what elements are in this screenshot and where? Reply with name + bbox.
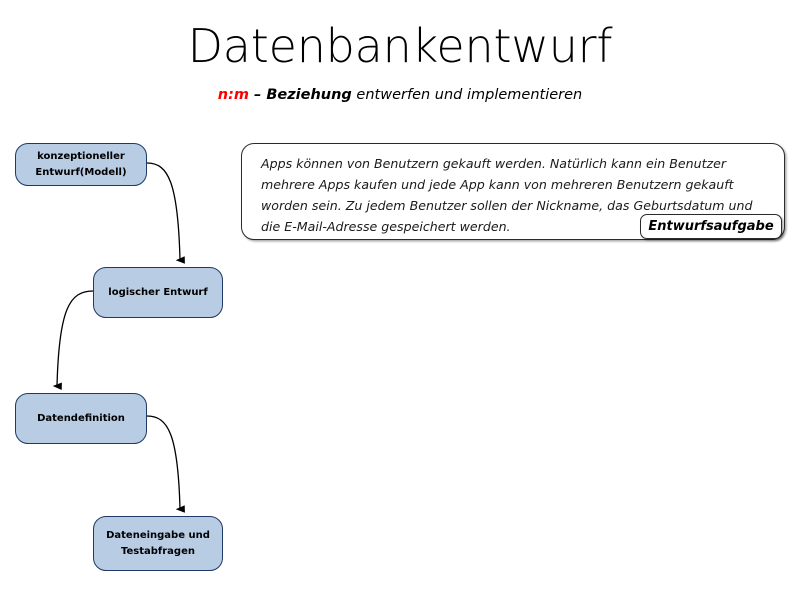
flow-step-label-line2: Entwurf(Modell) [35,166,127,178]
page-title: Datenbankentwurf [187,19,613,73]
flow-step-label-line1: logischer Entwurf [108,286,208,298]
flow-step-label-line1: konzeptioneller [37,151,125,162]
task-label-badge: Entwurfsaufgabe [640,214,782,239]
flow-step-konzeptioneller-entwurf[interactable]: konzeptioneller Entwurf(Modell) [15,143,147,186]
flow-step-datendefinition[interactable]: Datendefinition [15,393,147,444]
subtitle-rest: entwerfen und implementieren [351,87,583,103]
flow-step-label-line1: Dateneingabe und [106,530,210,541]
task-label-text: Entwurfsaufgabe [648,219,774,234]
connector-konzept-to-logisch [146,162,185,264]
task-description-box: Apps können von Benutzern gekauft werden… [241,143,785,240]
page-subtitle: n:m – Beziehung entwerfen und implementi… [0,87,800,104]
flow-step-logischer-entwurf[interactable]: logischer Entwurf [93,267,223,318]
flow-step-label-line1: Datendefinition [37,412,125,424]
subtitle-relation-type: n:m [217,87,249,103]
task-description-text: Apps können von Benutzern gekauft werden… [261,156,753,234]
flow-step-dateneingabe-testabfragen[interactable]: Dateneingabe und Testabfragen [93,516,223,571]
connector-logisch-to-datendef [52,290,94,391]
flow-step-label-line2: Testabfragen [120,545,195,557]
subtitle-relation-word: – Beziehung [248,87,352,103]
connector-datendef-to-eingabe [146,415,185,513]
